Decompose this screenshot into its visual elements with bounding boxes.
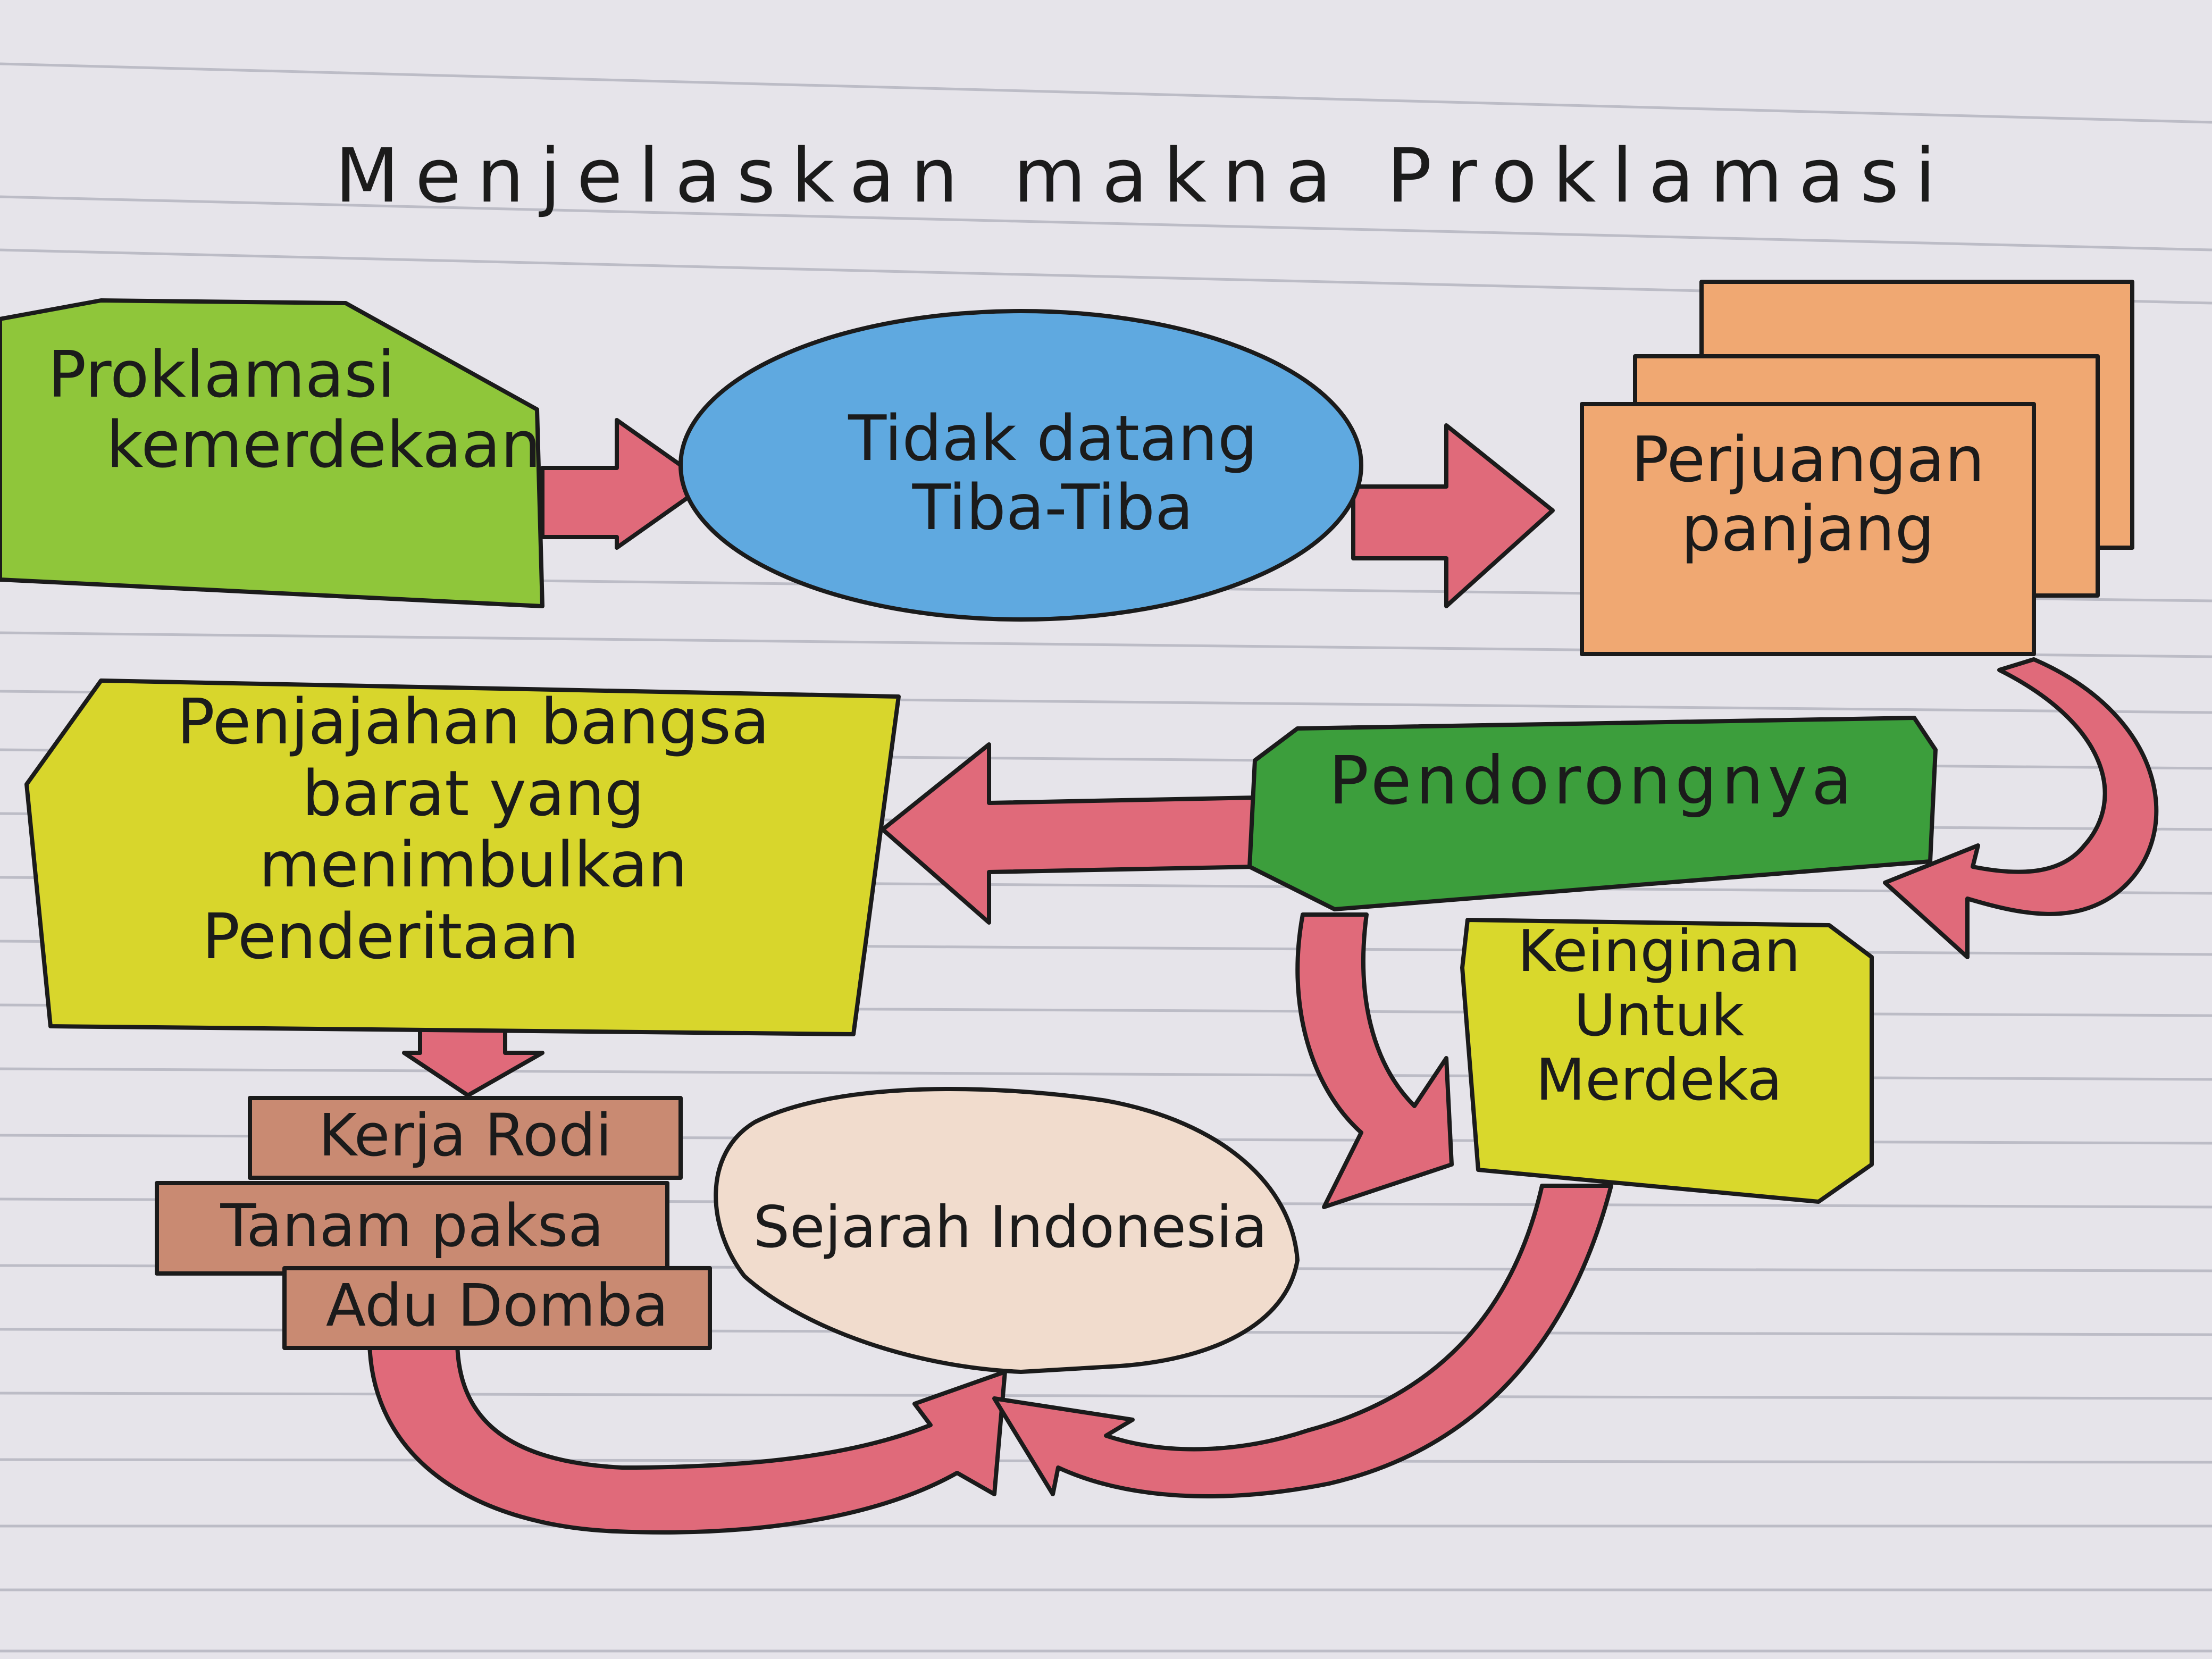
node-perjuangan-box: [1580, 402, 2036, 656]
arrow-adu-domba-to-sejarah: [367, 1338, 1007, 1535]
node-pendorong-label: Pendorongnya: [1328, 742, 1857, 819]
diagram-shapes: [0, 280, 2134, 1374]
node-proklamasi-box: [0, 298, 544, 608]
node-tidak-datang-label: Tidak datang Tiba-Tiba: [808, 404, 1297, 542]
connector-arrows: [367, 418, 2159, 1535]
node-penjajahan-line-3: menimbulkan: [259, 828, 688, 902]
node-tidak-datang-shape: [678, 309, 1363, 622]
node-penjajahan-line-4: Penderitaan: [202, 899, 579, 973]
node-sejarah-label: Sejarah Indonesia: [753, 1194, 1268, 1261]
node-proklamasi-label: Proklamasi kemerdekaan: [48, 340, 541, 481]
node-tidak-datang-line-2: Tiba-Tiba: [912, 470, 1194, 544]
node-perjuangan-label: Perjuangan panjang: [1595, 425, 2021, 564]
node-kerja-rodi-box: [248, 1096, 683, 1180]
arrow-keinginan-to-sejarah: [992, 1184, 1613, 1498]
node-adu-domba-box: [282, 1266, 712, 1350]
node-tanam-paksa-label: Tanam paksa: [220, 1192, 604, 1260]
node-keinginan-label: Keinginan Untuk Merdeka: [1468, 918, 1850, 1113]
node-keinginan-box: [1460, 918, 1874, 1204]
node-penjajahan-line-1: Penjajahan bangsa: [177, 685, 770, 758]
arrow-penjajahan-to-kerja-rodi: [402, 1021, 544, 1097]
node-perjuangan-line-1: Perjuangan: [1631, 423, 1985, 496]
node-penjajahan-line-2: barat yang: [302, 756, 644, 830]
node-proklamasi-line-2: kemerdekaan: [106, 408, 541, 482]
arrow-tidak-datang-to-perjuangan: [1351, 423, 1555, 608]
node-penjajahan-label: Penjajahan bangsa barat yang menimbulkan…: [96, 686, 851, 972]
node-keinginan-line-2: Untuk: [1573, 982, 1745, 1049]
node-penjajahan-box: [24, 678, 901, 1036]
node-pendorong-box: [1247, 716, 1938, 911]
arrow-perjuangan-to-pendorong: [1883, 657, 2159, 959]
node-keinginan-line-1: Keinginan: [1518, 918, 1800, 985]
node-kerja-rodi-label: Kerja Rodi: [319, 1101, 612, 1169]
node-proklamasi-line-1: Proklamasi: [48, 338, 396, 412]
node-sejarah-shape: [714, 1086, 1300, 1374]
node-adu-domba-label: Adu Domba: [325, 1271, 669, 1339]
node-tidak-datang-line-1: Tidak datang: [848, 401, 1258, 475]
page-title: Menjelaskan makna Proklamasi: [335, 133, 1952, 220]
arrow-pendorong-to-penjajahan: [881, 742, 1257, 925]
arrow-proklamasi-to-tidak-datang: [540, 418, 709, 550]
node-tanam-paksa-box: [155, 1181, 669, 1276]
arrow-pendorong-to-keinginan: [1295, 912, 1454, 1209]
node-perjuangan-line-2: panjang: [1681, 491, 1935, 565]
node-keinginan-line-3: Merdeka: [1536, 1046, 1782, 1113]
